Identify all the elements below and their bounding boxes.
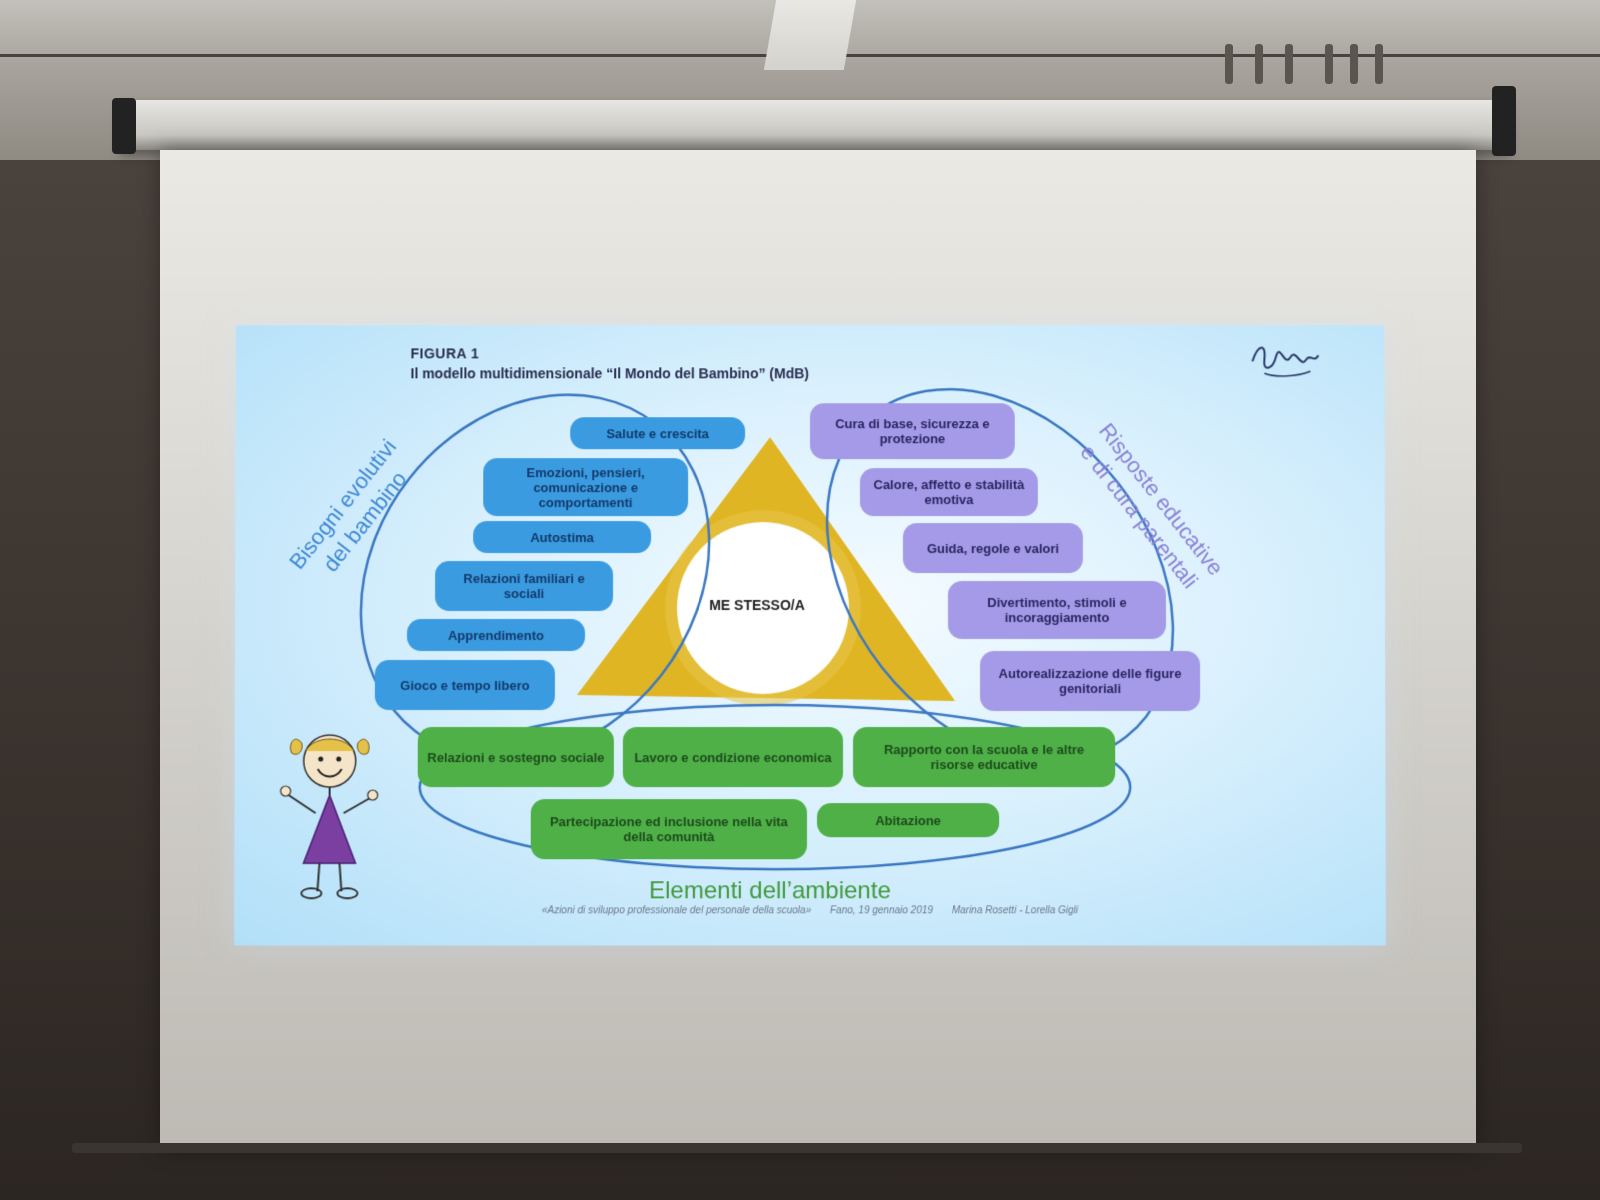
environment-item: Abitazione — [817, 803, 999, 837]
need-item: Emozioni, pensieri, comunicazione e comp… — [483, 458, 688, 516]
hanging-clips — [1225, 44, 1405, 90]
footer-event: «Azioni di sviluppo professionale del pe… — [542, 905, 811, 916]
slide-footer: «Azioni di sviluppo professionale del pe… — [234, 905, 1386, 916]
response-item: Calore, affetto e stabilità emotiva — [860, 468, 1038, 516]
clip — [1325, 44, 1333, 84]
projector-screen-housing — [120, 100, 1510, 150]
clip — [1285, 44, 1293, 84]
footer-authors: Marina Rosetti - Lorella Gigli — [952, 905, 1078, 916]
response-item: Guida, regole e valori — [903, 523, 1083, 573]
screen-bracket-left — [112, 98, 136, 154]
clip — [1225, 44, 1233, 84]
center-label: ME STESSO/A — [682, 597, 832, 613]
environment-item: Rapporto con la scuola e le altre risors… — [853, 727, 1115, 787]
screen-bracket-right — [1492, 86, 1516, 156]
screen-bottom-bar — [72, 1143, 1522, 1153]
response-item: Cura di base, sicurezza e protezione — [810, 403, 1015, 459]
clip — [1255, 44, 1263, 84]
response-item: Autorealizzazione delle figure genitoria… — [980, 651, 1200, 711]
need-item: Salute e crescita — [570, 417, 745, 449]
need-item: Apprendimento — [407, 619, 585, 651]
clip — [1375, 44, 1383, 84]
environment-item: Relazioni e sostegno sociale — [418, 727, 614, 787]
need-item: Autostima — [473, 521, 651, 553]
environment-item: Lavoro e condizione economica — [623, 727, 843, 787]
footer-place-date: Fano, 19 gennaio 2019 — [830, 905, 933, 916]
need-item: Relazioni familiari e sociali — [435, 561, 613, 611]
need-item: Gioco e tempo libero — [375, 660, 555, 710]
environment-title: Elementi dell’ambiente — [620, 877, 920, 905]
ceiling-light — [764, 0, 856, 70]
projected-slide: FIGURA 1 Il modello multidimensionale “I… — [234, 325, 1386, 945]
environment-item: Partecipazione ed inclusione nella vita … — [531, 799, 807, 859]
clip — [1350, 44, 1358, 84]
response-item: Divertimento, stimoli e incoraggiamento — [948, 581, 1166, 639]
child-drawing — [279, 723, 379, 903]
